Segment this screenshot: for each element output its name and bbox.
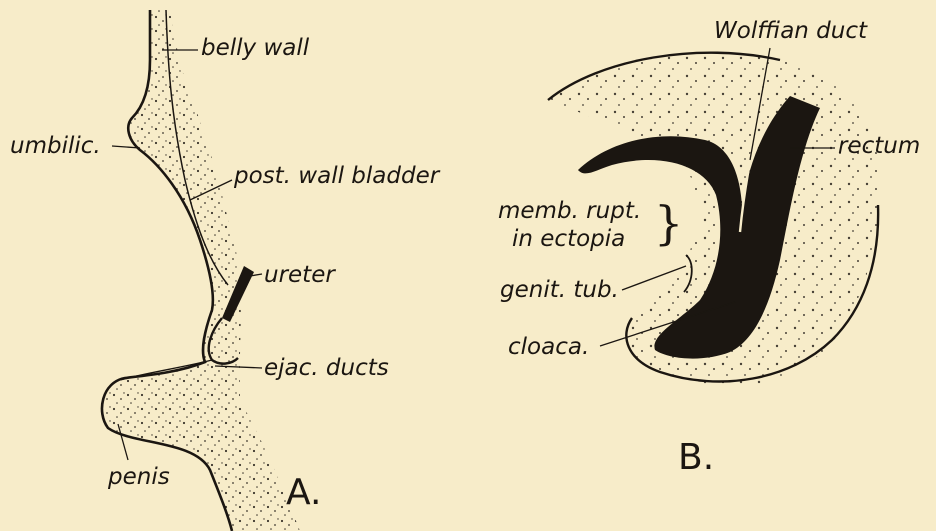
label-wolffian-duct: Wolffian duct	[714, 20, 867, 43]
label-ureter: ureter	[264, 264, 335, 287]
label-memb-rupt: memb. rupt.	[498, 200, 641, 223]
panel-letter-a: A.	[286, 475, 321, 511]
label-cloaca: cloaca.	[508, 336, 589, 359]
brace-memb-rupt: }	[654, 200, 683, 246]
panel-letter-b: B.	[678, 440, 714, 476]
label-in-ectopia: in ectopia	[512, 228, 625, 251]
label-penis: penis	[108, 466, 170, 489]
label-rectum: rectum	[838, 135, 920, 158]
label-genit-tub: genit. tub.	[500, 279, 619, 302]
label-belly-wall: belly wall	[201, 37, 309, 60]
label-ejac-ducts: ejac. ducts	[264, 357, 389, 380]
label-umbilic: umbilic.	[10, 135, 101, 158]
label-post-wall-bladder: post. wall bladder	[234, 165, 439, 188]
